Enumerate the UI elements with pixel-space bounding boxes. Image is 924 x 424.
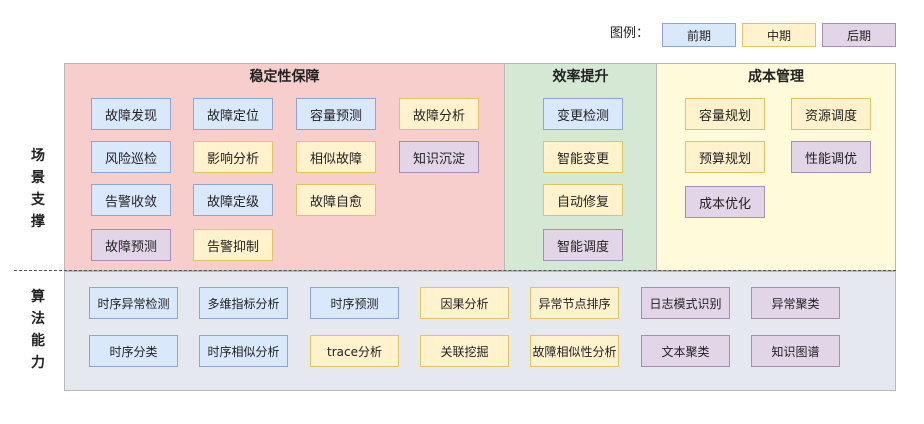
stability-item: 故障定级 [193, 184, 273, 216]
algorithm-item: 时序分类 [89, 335, 178, 367]
stability-item: 风险巡检 [91, 141, 171, 173]
stability-item: 告警收敛 [91, 184, 171, 216]
algorithm-item: 时序相似分析 [199, 335, 288, 367]
legend-item-early: 前期 [662, 23, 736, 47]
stability-item: 容量预测 [296, 98, 376, 130]
algorithm-item: 故障相似性分析 [530, 335, 619, 367]
legend-item-late: 后期 [822, 23, 896, 47]
algorithm-item: trace分析 [310, 335, 399, 367]
cost-item: 预算规划 [685, 141, 765, 173]
stability-item: 告警抑制 [193, 229, 273, 261]
stability-item: 故障分析 [399, 98, 479, 130]
section-divider [14, 270, 896, 271]
stability-title: 稳定性保障 [249, 69, 320, 85]
efficiency-item: 智能变更 [543, 141, 623, 173]
algorithm-item: 日志模式识别 [641, 287, 730, 319]
algorithm-item: 文本聚类 [641, 335, 730, 367]
stability-item: 故障自愈 [296, 184, 376, 216]
efficiency-item: 变更检测 [543, 98, 623, 130]
algorithm-item: 多维指标分析 [199, 287, 288, 319]
efficiency-title: 效率提升 [552, 69, 609, 85]
algorithm-item: 异常聚类 [751, 287, 840, 319]
cost-item: 成本优化 [685, 186, 765, 218]
cost-item: 性能调优 [791, 141, 871, 173]
efficiency-item: 智能调度 [543, 229, 623, 261]
legend-title: 图例： [610, 26, 650, 41]
stability-item: 知识沉淀 [399, 141, 479, 173]
algorithm-item: 时序预测 [310, 287, 399, 319]
algorithm-item: 异常节点排序 [530, 287, 619, 319]
stability-item: 故障预测 [91, 229, 171, 261]
algorithm-item: 知识图谱 [751, 335, 840, 367]
legend-item-mid: 中期 [742, 23, 816, 47]
algorithm-item: 时序异常检测 [89, 287, 178, 319]
stability-item: 影响分析 [193, 141, 273, 173]
stability-item: 故障发现 [91, 98, 171, 130]
stability-item: 故障定位 [193, 98, 273, 130]
efficiency-item: 自动修复 [543, 184, 623, 216]
cost-title: 成本管理 [748, 69, 804, 85]
scene-support-label: 场景支撑 [31, 148, 45, 230]
stability-item: 相似故障 [296, 141, 376, 173]
cost-item: 资源调度 [791, 98, 871, 130]
algorithm-capability-label: 算法能力 [31, 289, 45, 371]
algorithm-item: 关联挖掘 [420, 335, 509, 367]
cost-item: 容量规划 [685, 98, 765, 130]
algorithm-item: 因果分析 [420, 287, 509, 319]
